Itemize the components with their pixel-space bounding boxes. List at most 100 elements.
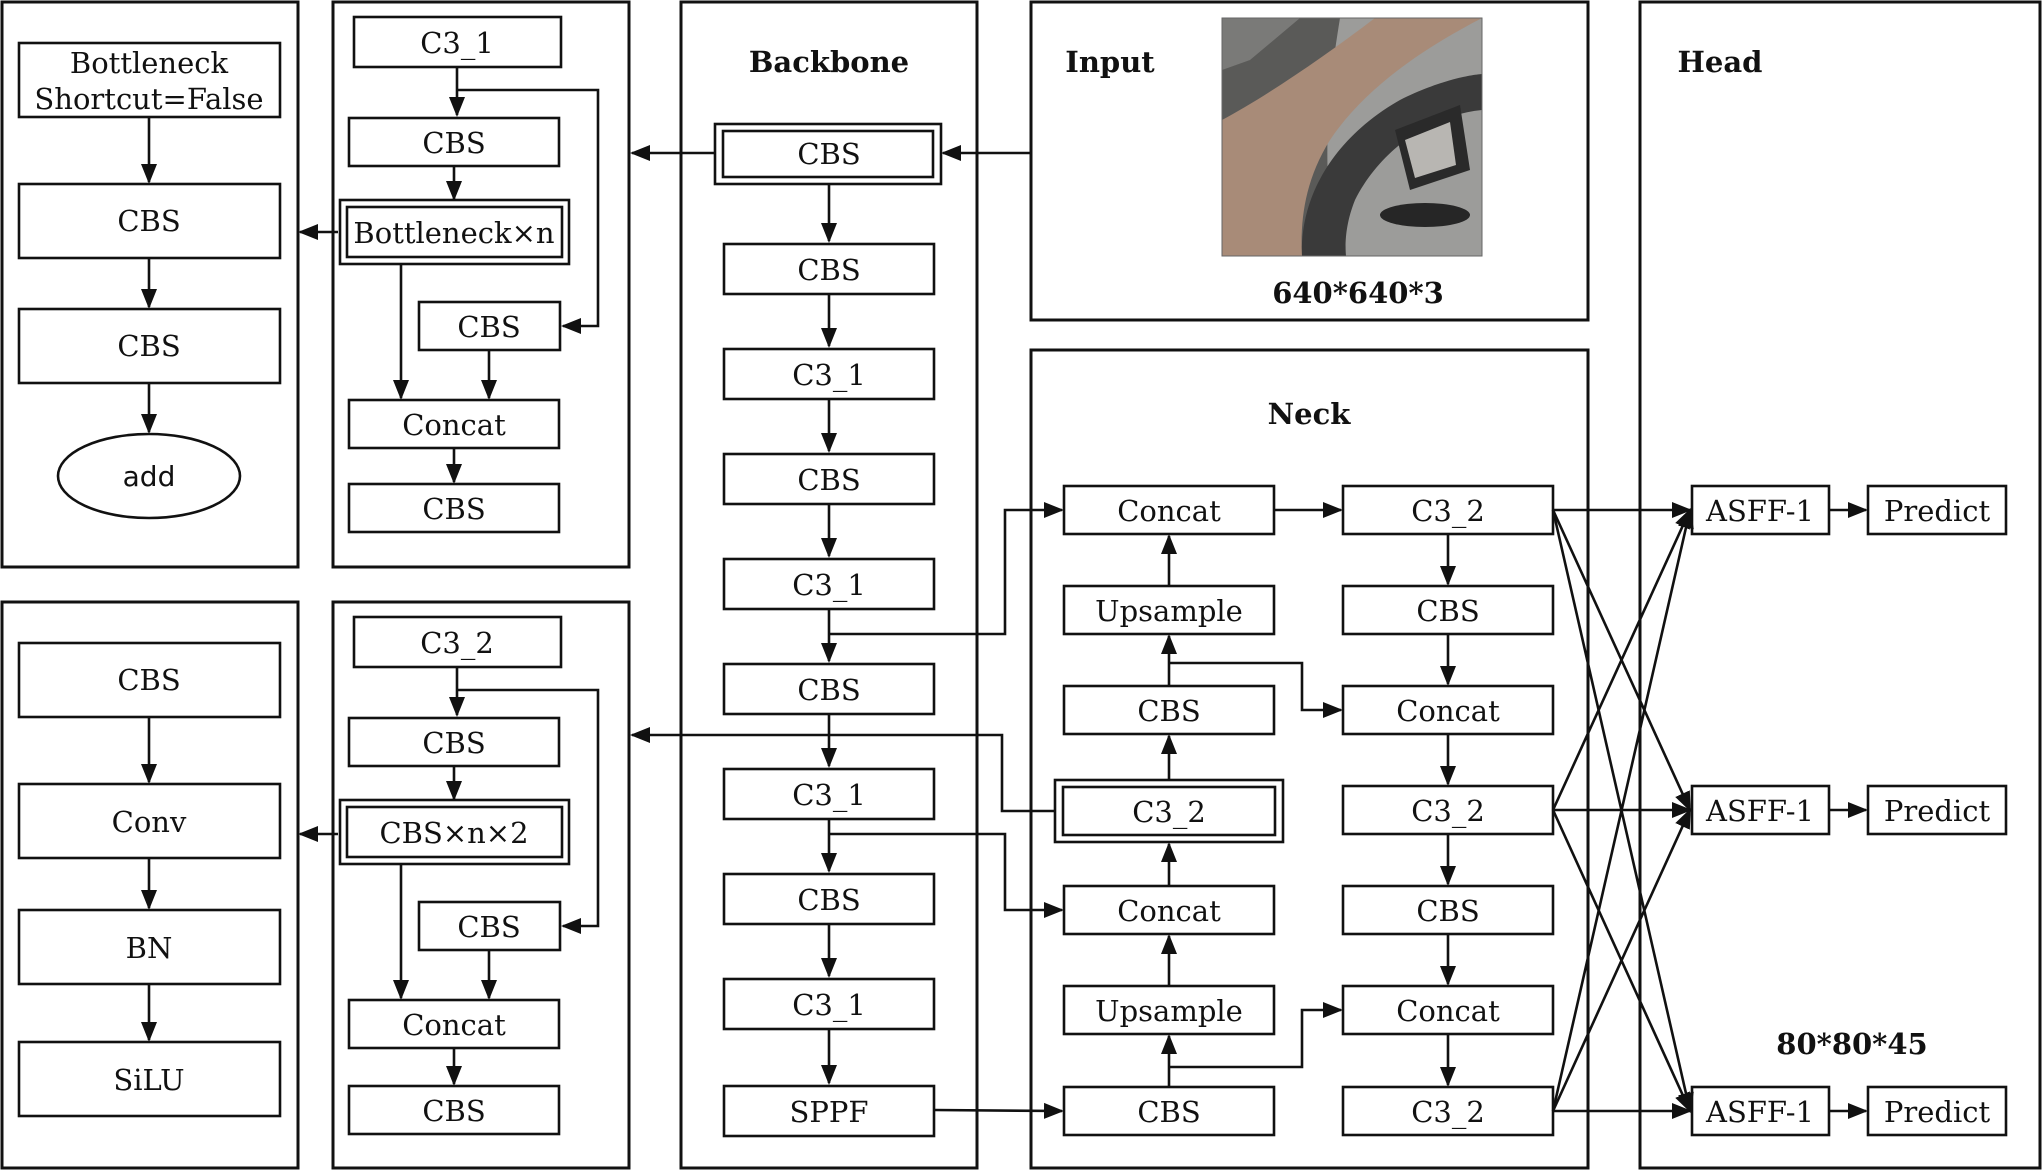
neck-right-c3-2-3-label: C3_2 — [1411, 1095, 1485, 1130]
neck-panel — [1029, 348, 1590, 1170]
head-output-size: 80*80*45 — [1776, 1027, 1927, 1061]
bottleneck-add-node — [56, 432, 242, 520]
neck-right-concat-2-label: Concat — [1396, 994, 1500, 1028]
c3-1-concat-label: Concat — [402, 408, 506, 442]
input-title: Input — [1065, 45, 1155, 79]
neck-left-c3-2 — [1061, 785, 1277, 837]
neck-right-c3-2-1-label: C3_2 — [1411, 494, 1485, 529]
backbone-cbs-4-label: CBS — [797, 883, 860, 917]
cbs-panel-silu-label: SiLU — [113, 1063, 184, 1097]
aerial-input-image — [1221, 17, 1483, 257]
cbs-panel-conv-label: Conv — [112, 805, 187, 839]
neck-right-cbs-1-label: CBS — [1416, 594, 1479, 628]
cbs-panel-silu — [17, 1040, 282, 1118]
c3-1-title: C3_1 — [420, 26, 494, 61]
c3-1-cbs-side — [417, 300, 562, 352]
c3-1-bottleneck-n-inner — [345, 205, 564, 259]
c3-2-cbs-top-label: CBS — [422, 726, 485, 760]
bottleneck-add-label: add — [123, 460, 176, 493]
backbone-c3-1-d-label: C3_1 — [792, 988, 866, 1023]
head-predict-2-label: Predict — [1884, 794, 1991, 828]
neck-left-cbs-2 — [1062, 1085, 1276, 1137]
neck-right-concat-1 — [1341, 684, 1555, 736]
head-predict-3-label: Predict — [1884, 1095, 1991, 1129]
c3-2-cbs-side-label: CBS — [457, 910, 520, 944]
backbone-c3-1-a-label: C3_1 — [792, 358, 866, 393]
neck-right-cbs-2-label: CBS — [1416, 894, 1479, 928]
neck-title: Neck — [1268, 397, 1352, 431]
backbone-sppf-label: SPPF — [789, 1095, 868, 1129]
head-asff-1-label: ASFF-1 — [1705, 494, 1814, 528]
backbone-cbs-1-label: CBS — [797, 253, 860, 287]
head-predict-1 — [1866, 484, 2008, 536]
input-size: 640*640*3 — [1272, 276, 1444, 310]
c3-1-panel — [331, 0, 631, 569]
neck-right-cbs-2 — [1341, 884, 1555, 936]
head-predict-1-label: Predict — [1884, 494, 1991, 528]
c3-2-cbs-bottom — [347, 1084, 561, 1136]
neck-left-concat-2-label: Concat — [1117, 894, 1221, 928]
c3-2-cbs-n2-inner — [345, 805, 564, 859]
c3-1-bottleneck-n-outer — [338, 198, 571, 266]
backbone-cbs-3-label: CBS — [797, 673, 860, 707]
backbone-cbs-0 — [721, 129, 935, 179]
backbone-cbs-0-outer — [713, 122, 943, 186]
bottleneck-title-line1: Bottleneck — [70, 46, 229, 80]
c3-1-cbs-side-label: CBS — [457, 310, 520, 344]
c3-2-title-box — [352, 615, 563, 669]
backbone-cbs-1 — [722, 242, 936, 296]
cbs-panel-cbs — [17, 641, 282, 719]
cbs-panel-bn-label: BN — [126, 931, 173, 965]
neck-left-cbs-1 — [1062, 684, 1276, 736]
backbone-cbs-4 — [722, 872, 936, 926]
backbone-c3-1-b — [722, 557, 936, 611]
head-asff-2-label: ASFF-1 — [1705, 794, 1814, 828]
neck-right-c3-2-2-label: C3_2 — [1411, 794, 1485, 829]
neck-left-cbs-2-label: CBS — [1137, 1095, 1200, 1129]
backbone-c3-1-c-label: C3_1 — [792, 778, 866, 813]
backbone-cbs-2 — [722, 452, 936, 506]
head-predict-2 — [1866, 784, 2008, 836]
head-asff-2 — [1690, 784, 1831, 836]
neck-to-head-connections — [1551, 502, 1694, 1119]
backbone-cbs-2-label: CBS — [797, 463, 860, 497]
head-predict-3 — [1866, 1085, 2008, 1137]
cbs-panel-cbs-label: CBS — [117, 663, 180, 697]
c3-1-cbs-top-label: CBS — [422, 126, 485, 160]
c3-1-title-box — [352, 15, 563, 69]
c3-2-cbs-n2-outer — [338, 798, 571, 866]
backbone-title: Backbone — [749, 45, 909, 79]
bottleneck-cbs-2 — [17, 307, 282, 385]
head-asff-3-label: ASFF-1 — [1705, 1095, 1814, 1129]
c3-2-cbs-bottom-label: CBS — [422, 1094, 485, 1128]
neck-left-cbs-1-label: CBS — [1137, 694, 1200, 728]
neck-left-concat-1-label: Concat — [1117, 494, 1221, 528]
neck-right-concat-2 — [1341, 984, 1555, 1036]
neck-right-cbs-1 — [1341, 584, 1555, 636]
neck-right-concat-1-label: Concat — [1396, 694, 1500, 728]
bottleneck-title-line2: Shortcut=False — [34, 82, 263, 116]
cbs-panel-conv — [17, 782, 282, 860]
head-panel — [1638, 0, 2042, 1170]
c3-1-cbs-bottom — [347, 482, 561, 534]
c3-2-concat-label: Concat — [402, 1008, 506, 1042]
neck-left-c3-2-label: C3_2 — [1132, 795, 1206, 830]
backbone-cbs-3 — [722, 662, 936, 716]
backbone-c3-1-c — [722, 767, 936, 821]
c3-2-title: C3_2 — [420, 626, 494, 661]
bottleneck-cbs-2-label: CBS — [117, 329, 180, 363]
bottleneck-cbs-1-label: CBS — [117, 204, 180, 238]
bottleneck-cbs-1 — [17, 182, 282, 260]
c3-2-cbs-top — [347, 716, 561, 768]
neck-left-concat-1 — [1062, 484, 1276, 536]
c3-1-cbs-bottom-label: CBS — [422, 492, 485, 526]
head-title: Head — [1678, 45, 1763, 79]
backbone-c3-1-d — [722, 977, 936, 1031]
neck-left-upsample-2 — [1062, 984, 1276, 1036]
c3-2-cbs-n2-label: CBS×n×2 — [379, 816, 528, 850]
backbone-c3-1-b-label: C3_1 — [792, 568, 866, 603]
neck-left-upsample-2-label: Upsample — [1095, 994, 1243, 1028]
neck-left-upsample-1-label: Upsample — [1095, 594, 1243, 628]
neck-right-c3-2-3 — [1341, 1085, 1555, 1137]
